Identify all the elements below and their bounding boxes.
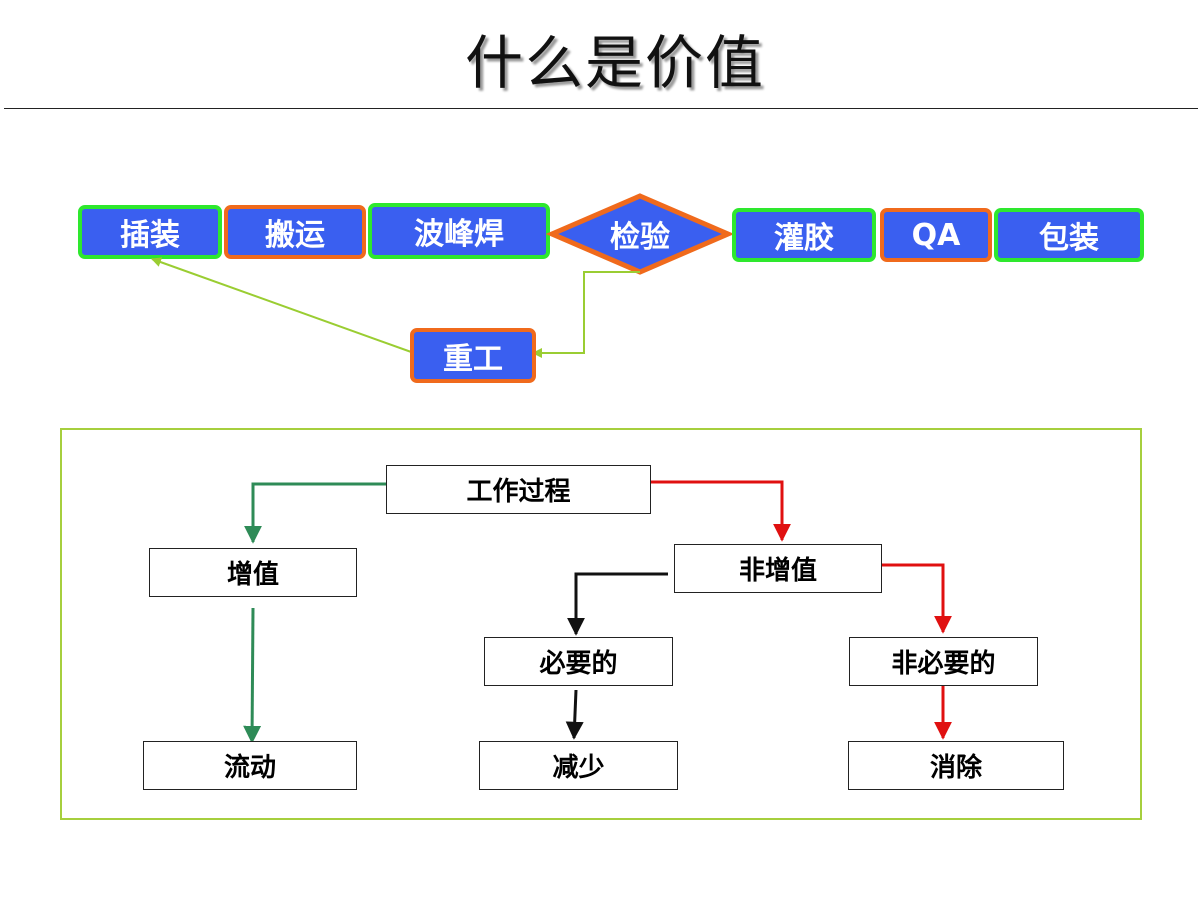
step-wave-soldering: 波峰焊	[368, 203, 550, 259]
arrow-value-added-to-flow	[243, 607, 262, 744]
node-value-added: 增值	[149, 548, 357, 597]
node-necessary: 必要的	[484, 637, 673, 686]
page-title: 什么是价值	[464, 29, 765, 97]
value-tree-frame	[60, 428, 1142, 820]
arrow-non-value-to-necessary	[567, 572, 668, 636]
rework-return-line	[532, 271, 640, 358]
step-rework: 重工	[410, 328, 536, 383]
rework-to-insertion-line	[151, 257, 415, 354]
node-eliminate: 消除	[848, 741, 1064, 790]
step-inspection: 检验	[610, 220, 670, 255]
arrow-root-to-non-value-added	[651, 480, 791, 542]
title-divider	[4, 108, 1198, 109]
step-qa: QA	[880, 208, 992, 262]
node-flow: 流动	[143, 741, 357, 790]
step-packaging: 包装	[994, 208, 1144, 262]
node-reduce: 减少	[479, 741, 678, 790]
node-work-process: 工作过程	[386, 465, 651, 514]
step-insertion: 插装	[78, 205, 222, 259]
step-potting: 灌胶	[732, 208, 876, 262]
arrow-non-value-to-unnecessary	[882, 563, 952, 634]
node-unnecessary: 非必要的	[849, 637, 1038, 686]
arrow-necessary-to-reduce	[565, 689, 584, 740]
node-non-value-added: 非增值	[674, 544, 882, 593]
step-transport: 搬运	[224, 205, 366, 259]
arrow-root-to-value-added	[244, 482, 386, 544]
